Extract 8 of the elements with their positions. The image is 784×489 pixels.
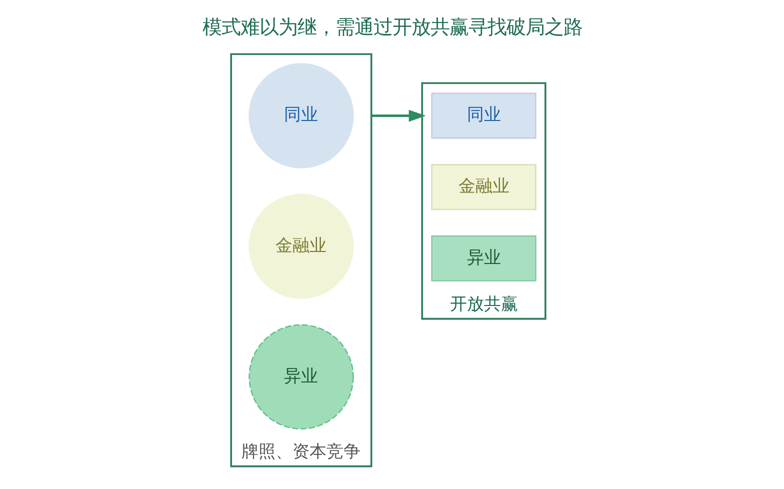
diagram-title: 模式难以为继，需通过开放共赢寻找破局之路 [202,15,582,38]
node-circle: 同业 [248,63,354,168]
node-box: 金融业 [430,164,536,210]
node-box: 同业 [430,92,536,139]
arrow [370,110,426,122]
node-circle: 金融业 [248,194,354,299]
node-circle: 异业 [248,324,354,430]
node-box: 异业 [430,235,536,282]
